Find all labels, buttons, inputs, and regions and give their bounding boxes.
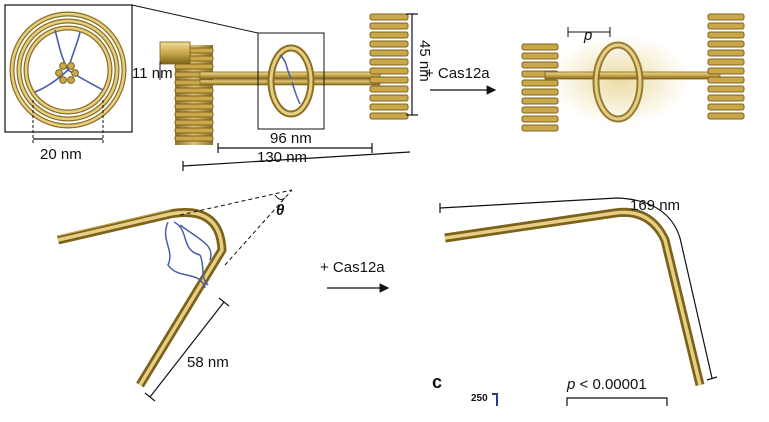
period-label: p	[583, 27, 592, 44]
total-length-label: 130 nm	[257, 149, 307, 166]
central-bundle-icon	[55, 62, 79, 84]
released-structure	[521, 13, 745, 132]
angle-label: θ	[276, 202, 285, 219]
p-value-label: p < 0.00001	[566, 376, 647, 393]
height-label: 45 nm	[416, 40, 433, 82]
bent-structure	[56, 208, 227, 388]
bottom-reagent-label: + Cas12a	[320, 259, 385, 276]
stub-height-label: 11 nm	[132, 65, 173, 82]
ring-span-label: 96 nm	[270, 130, 312, 147]
arc-length-label: 169 nm	[630, 197, 680, 214]
inset-width-label: 20 nm	[40, 146, 82, 163]
top-reagent-label: + Cas12a	[425, 65, 490, 82]
cross-section-inset: 20 nm	[4, 4, 133, 163]
y-axis-tick-250: 250	[471, 393, 488, 404]
arm-length-label: 58 nm	[187, 354, 229, 371]
y-axis-stub	[492, 393, 498, 406]
zoom-connector-top	[131, 4, 259, 34]
panel-c-letter: c	[432, 372, 442, 392]
dumbbell-structure	[159, 13, 409, 145]
relaxed-structure	[444, 207, 705, 387]
significance-bracket	[566, 397, 668, 406]
zoom-box	[257, 32, 325, 130]
